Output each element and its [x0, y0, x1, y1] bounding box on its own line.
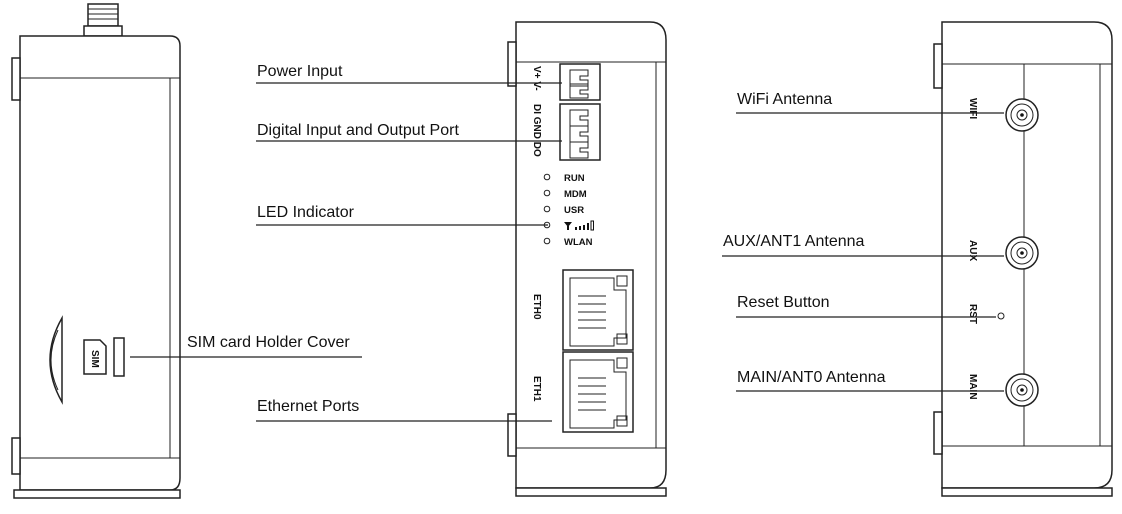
power-terminal-label: V+ V-	[531, 66, 542, 91]
callout-labels: Power Input Digital Input and Output Por…	[187, 63, 886, 415]
aux-port-label: AUX	[967, 240, 978, 261]
label-power-input: Power Input	[257, 63, 343, 80]
led-wlan	[543, 237, 551, 245]
sim-holder-cover	[113, 337, 125, 377]
label-aux-antenna: AUX/ANT1 Antenna	[723, 233, 865, 250]
label-dio-port: Digital Input and Output Port	[257, 122, 459, 139]
wifi-antenna-connector: WIFI	[967, 98, 1039, 132]
label-main-antenna: MAIN/ANT0 Antenna	[737, 369, 886, 386]
left-side-view: SIM	[11, 3, 181, 499]
aux-antenna-connector: AUX	[967, 236, 1039, 270]
dio-terminal-label: DI GND DO	[531, 104, 542, 157]
dio-terminal-block: DI GND DO	[531, 103, 601, 161]
main-port-label: MAIN	[967, 374, 978, 400]
sim-icon-label: SIM	[89, 350, 100, 368]
eth1-port: ETH1	[531, 351, 634, 433]
led-wlan-label: WLAN	[564, 237, 593, 248]
led-mdm-label: MDM	[564, 189, 587, 200]
power-terminal-block: V+ V-	[531, 63, 601, 101]
led-usr-label: USR	[564, 205, 584, 216]
label-wifi-antenna: WiFi Antenna	[737, 91, 832, 108]
label-sim-holder-cover: SIM card Holder Cover	[187, 334, 350, 351]
sim-icon: SIM	[83, 337, 125, 377]
reset-button: RST	[967, 304, 1005, 324]
wifi-port-label: WIFI	[967, 98, 978, 119]
antenna-connector-stub	[83, 3, 123, 37]
label-reset-button: Reset Button	[737, 294, 830, 311]
front-panel-view: V+ V- DI GND DO RUN MDM USR	[507, 21, 667, 497]
label-ethernet-ports: Ethernet Ports	[257, 398, 359, 415]
led-run-label: RUN	[564, 173, 585, 184]
rst-port-label: RST	[967, 304, 978, 324]
led-run	[543, 173, 551, 181]
led-mdm	[543, 189, 551, 197]
eth0-label: ETH0	[531, 294, 542, 320]
eth0-port: ETH0	[531, 269, 634, 351]
eth1-label: ETH1	[531, 376, 542, 402]
signal-strength-icon	[564, 220, 594, 231]
antenna-side-view: WIFI AUX RST MAIN	[933, 21, 1113, 497]
label-led-indicator: LED Indicator	[257, 204, 355, 221]
left-enclosure	[19, 35, 181, 491]
led-usr	[543, 205, 551, 213]
callout-lines	[130, 82, 1004, 422]
main-antenna-connector: MAIN	[967, 373, 1039, 407]
